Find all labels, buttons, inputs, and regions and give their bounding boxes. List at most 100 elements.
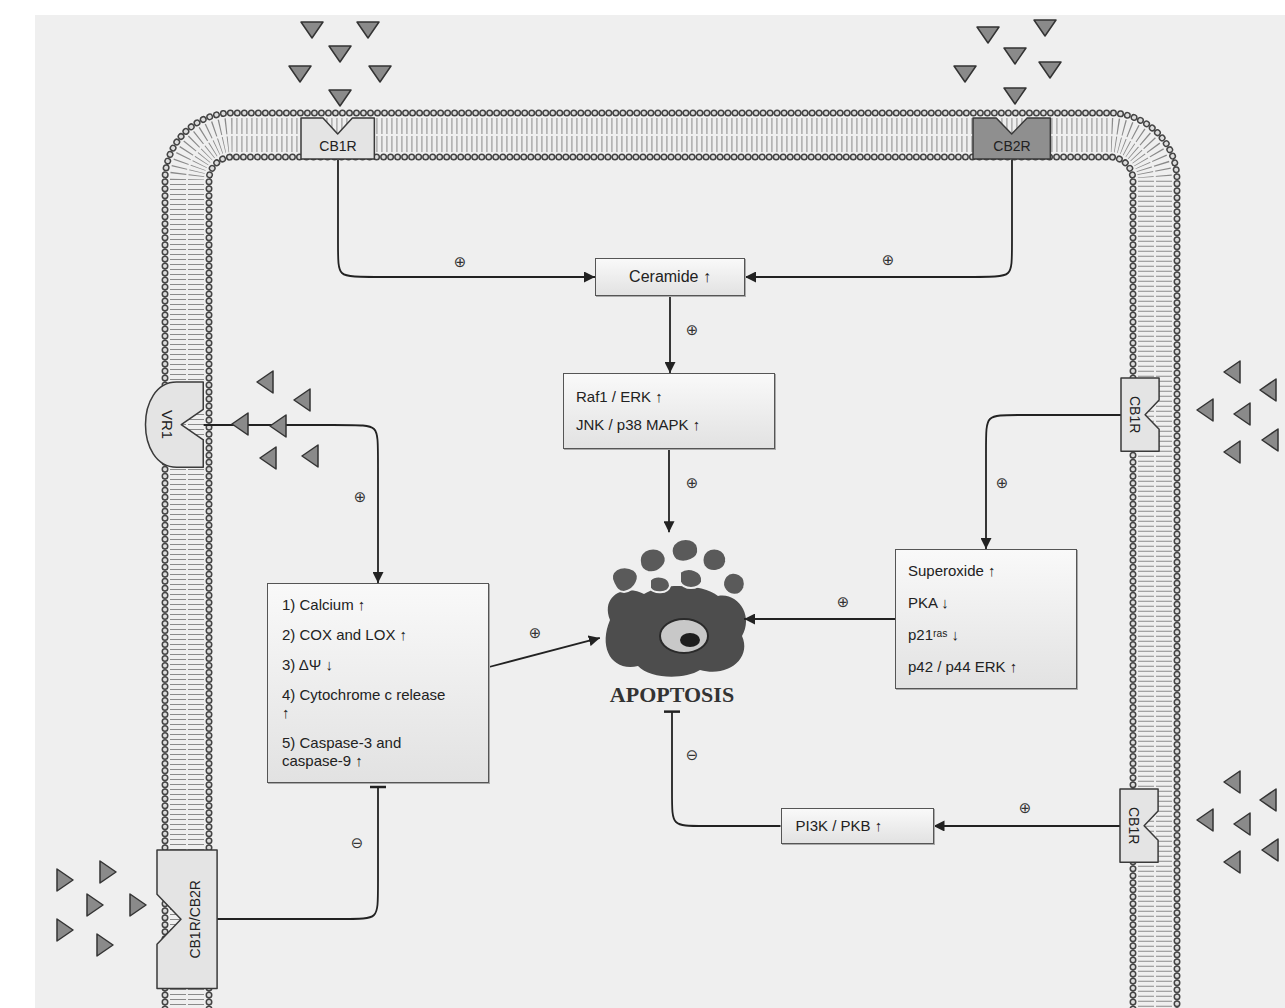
receptor-label: CB2R <box>993 138 1030 154</box>
cell-fragment <box>703 548 727 570</box>
cell-fragment <box>612 567 638 592</box>
cell-fragment <box>672 539 699 562</box>
cell-membrane <box>165 113 1177 1008</box>
receptor-outline <box>1120 789 1158 862</box>
ligand-triangle <box>1224 361 1240 383</box>
cell-fragment <box>723 573 745 595</box>
ligand-triangle <box>100 861 116 883</box>
process-text: PKA ↓ <box>908 594 1064 612</box>
apoptotic-cell-illustration <box>606 539 746 677</box>
ligand-triangle <box>294 389 310 411</box>
process-text: p21ʳᵃˢ ↓ <box>908 626 1064 644</box>
ligand-triangle <box>1004 88 1026 104</box>
bilayer-midline <box>187 135 1155 1008</box>
ligand-triangle <box>1262 429 1278 451</box>
receptor-outline <box>157 850 217 989</box>
ligand-triangle <box>1224 851 1240 873</box>
sign-label: ⊕ <box>528 626 543 641</box>
ligand-triangle <box>130 894 146 916</box>
activation-arrow <box>338 160 595 277</box>
sign-label: ⊕ <box>685 476 700 491</box>
sign-label: ⊕ <box>453 255 468 270</box>
lipid-heads-inner <box>209 157 1133 1008</box>
process-box: Superoxide ↑PKA ↓p21ʳᵃˢ ↓p42 / p44 ERK ↑ <box>895 549 1077 689</box>
ligand-triangle <box>1197 399 1213 421</box>
ligand-triangle <box>87 894 103 916</box>
process-text: 3) ΔΨ ↓ <box>282 656 446 674</box>
ligand-triangle <box>57 919 73 941</box>
ligand-triangle <box>260 447 276 469</box>
nucleus <box>660 619 708 653</box>
receptor-outline <box>973 118 1050 159</box>
condensed-chromatin <box>680 633 700 647</box>
ligand-triangle <box>1224 441 1240 463</box>
ligand-triangle <box>257 371 273 393</box>
receptor-outline <box>1121 378 1159 451</box>
process-text: Raf1 / ERK ↑ <box>576 388 762 406</box>
sign-label: ⊕ <box>881 253 896 268</box>
receptor-label: CB1R/CB2R <box>187 880 203 959</box>
lipid-tails <box>187 135 1155 1008</box>
activation-arrow <box>489 638 600 667</box>
activation-arrow <box>986 415 1121 549</box>
ligand-triangle <box>1260 379 1276 401</box>
receptor-box: CB1R <box>1121 378 1159 451</box>
ligand-triangle <box>57 869 73 891</box>
activation-arrow <box>745 160 1012 277</box>
ligand-triangle <box>1197 809 1213 831</box>
ligand-triangle <box>1234 813 1250 835</box>
receptor-box: CB1R/CB2R <box>157 850 217 989</box>
process-text: p42 / p44 ERK ↑ <box>908 658 1064 676</box>
cell-fragment <box>680 569 702 588</box>
ligand-triangle <box>302 445 318 467</box>
process-box: PI3K / PKB ↑ <box>781 808 934 844</box>
ligands <box>57 20 1278 956</box>
ligand-triangle <box>329 90 351 106</box>
ligand-triangle <box>1034 20 1056 36</box>
receptor-label: CB1R <box>319 138 356 154</box>
inhibition-connector <box>672 712 781 826</box>
process-text: 1) Calcium ↑ <box>282 596 446 614</box>
process-text: PI3K / PKB ↑ <box>796 817 919 835</box>
sign-label: ⊕ <box>836 595 851 610</box>
ligand-triangle <box>270 415 286 437</box>
process-text: JNK / p38 MAPK ↑ <box>576 416 762 434</box>
ligand-triangle <box>1262 839 1278 861</box>
cell-fragment <box>650 577 670 593</box>
receptor-label: CB1R <box>1126 807 1142 844</box>
process-text: 5) Caspase-3 and caspase-9 ↑ <box>282 734 446 770</box>
apoptotic-bodies <box>612 539 745 595</box>
activation-arrow <box>669 296 671 373</box>
process-box: Raf1 / ERK ↑ JNK / p38 MAPK ↑ <box>563 373 775 449</box>
process-box: 1) Calcium ↑2) COX and LOX ↑3) ΔΨ ↓4) Cy… <box>267 583 489 783</box>
activation-arrow <box>668 449 670 532</box>
cell-body <box>606 586 746 677</box>
ligand-triangle <box>1224 771 1240 793</box>
receptor-outline <box>301 118 374 159</box>
process-text: 4) Cytochrome c release ↑ <box>282 686 446 722</box>
inhibition-connector <box>217 787 378 919</box>
receptor-label: CB1R <box>1127 396 1143 433</box>
receptor-box: VR1 <box>144 382 203 467</box>
ligand-triangle <box>954 66 976 82</box>
activation-arrow <box>934 825 1120 827</box>
ligand-triangle <box>329 46 351 62</box>
sign-label: ⊕ <box>353 490 368 505</box>
ground <box>35 15 1285 1008</box>
receptor-outline <box>146 382 204 467</box>
outcome-label: APOPTOSIS <box>610 682 734 707</box>
ligand-triangle <box>357 22 379 38</box>
connectors <box>204 160 1121 919</box>
ligand-triangle <box>977 27 999 43</box>
lipid-heads-inner-fill <box>209 157 1133 1008</box>
ligand-triangle <box>1260 789 1276 811</box>
sign-label: ⊕ <box>1018 801 1033 816</box>
activation-arrow <box>744 618 895 620</box>
ligand-triangle <box>1039 62 1061 78</box>
ligand-triangle <box>369 66 391 82</box>
sign-label: ⊕ <box>685 323 700 338</box>
ligand-triangle <box>1004 48 1026 64</box>
process-text: Ceramide ↑ <box>606 267 734 286</box>
